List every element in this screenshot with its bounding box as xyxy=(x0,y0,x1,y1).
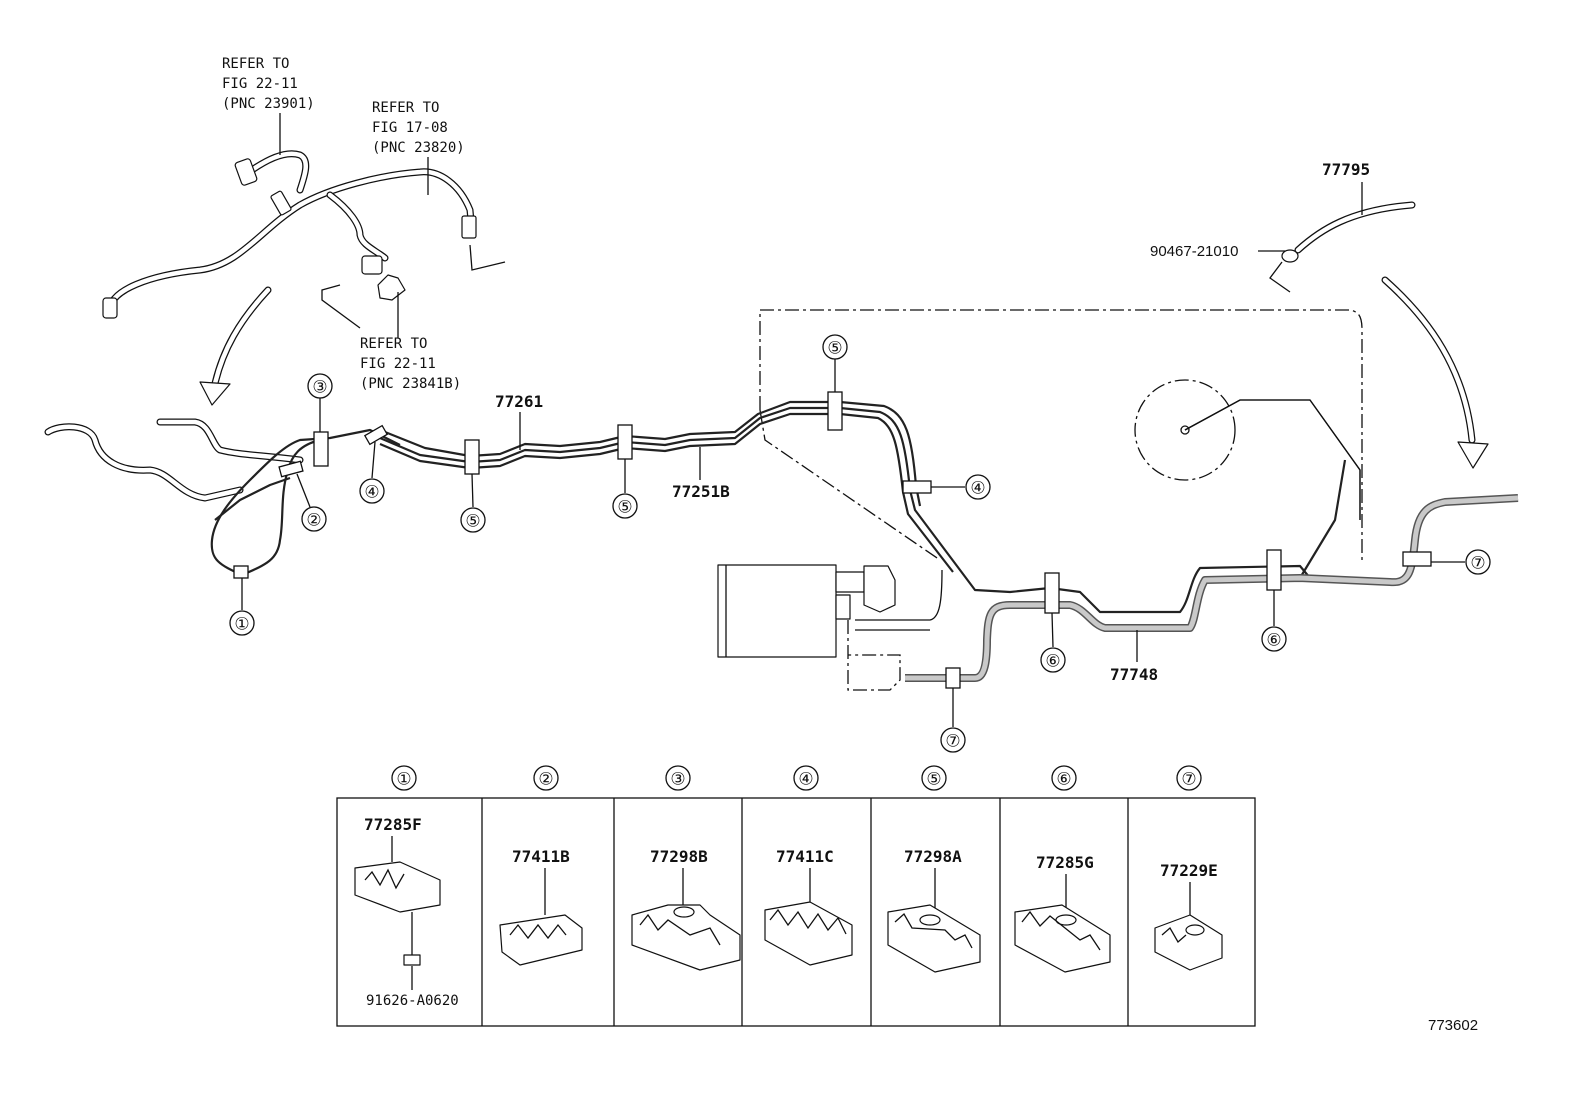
marker-3: ③ xyxy=(307,373,333,432)
svg-text:③: ③ xyxy=(312,378,327,397)
svg-text:77251B: 77251B xyxy=(672,482,730,501)
svg-text:④: ④ xyxy=(970,479,985,498)
table-header-1: ① xyxy=(391,765,417,791)
svg-text:⑤: ⑤ xyxy=(617,498,632,517)
svg-text:(PNC 23820): (PNC 23820) xyxy=(372,140,465,156)
arrow-right xyxy=(1381,276,1489,469)
svg-text:⑥: ⑥ xyxy=(1045,652,1060,671)
svg-text:FIG 22-11: FIG 22-11 xyxy=(360,356,436,372)
clamps xyxy=(233,391,1432,689)
arrow-left xyxy=(199,286,272,406)
svg-text:77298B: 77298B xyxy=(650,847,708,866)
marker-1: ① xyxy=(229,578,255,636)
marker-7-bottom: ⑦ xyxy=(940,688,966,753)
svg-text:FIG 17-08: FIG 17-08 xyxy=(372,120,448,136)
line-77748 xyxy=(905,494,1519,682)
svg-text:REFER TO: REFER TO xyxy=(372,100,439,116)
table-header-5: ⑤ xyxy=(921,765,947,791)
upper-hose-assembly xyxy=(102,150,506,329)
table-header-2: ② xyxy=(533,765,559,791)
table-header-6: ⑥ xyxy=(1051,765,1077,791)
marker-6-a: ⑥ xyxy=(1040,612,1066,673)
marker-2: ② xyxy=(296,473,327,532)
svg-text:②: ② xyxy=(538,770,553,789)
svg-text:(PNC 23901): (PNC 23901) xyxy=(222,96,315,112)
svg-text:77411B: 77411B xyxy=(512,847,570,866)
svg-text:⑦: ⑦ xyxy=(1181,770,1196,789)
main-fuel-lines xyxy=(379,400,1311,614)
refer-label-2: REFER TO FIG 17-08 (PNC 23820) xyxy=(372,100,465,195)
table-cell-4: 77411C xyxy=(764,847,853,966)
line-labels: 77261 77251B 77748 xyxy=(495,392,1158,684)
svg-text:⑤: ⑤ xyxy=(827,339,842,358)
marker-5-c: ⑤ xyxy=(822,334,848,392)
svg-text:⑤: ⑤ xyxy=(926,770,941,789)
svg-text:②: ② xyxy=(306,511,321,530)
svg-text:(PNC 23841B): (PNC 23841B) xyxy=(360,376,461,392)
svg-text:77748: 77748 xyxy=(1110,665,1158,684)
table-header-3: ③ xyxy=(665,765,691,791)
marker-5-a: ⑤ xyxy=(460,473,486,533)
table-cell-6: 77285G xyxy=(1014,853,1111,973)
table-cell-7: 77229E xyxy=(1154,861,1223,971)
svg-text:90467-21010: 90467-21010 xyxy=(1150,243,1238,260)
svg-text:91626-A0620: 91626-A0620 xyxy=(366,993,459,1009)
marker-5-b: ⑤ xyxy=(612,459,638,519)
svg-text:⑥: ⑥ xyxy=(1266,631,1281,650)
clamp-table: ① ② ③ ④ ⑤ ⑥ ⑦ 77285F 91626-A0620 77411B … xyxy=(336,765,1256,1027)
svg-text:77229E: 77229E xyxy=(1160,861,1218,880)
charcoal-canister xyxy=(717,564,943,691)
svg-text:⑦: ⑦ xyxy=(945,732,960,751)
svg-text:⑥: ⑥ xyxy=(1056,770,1071,789)
left-side-pipes xyxy=(44,418,401,577)
svg-text:①: ① xyxy=(234,615,249,634)
fuel-tank-outline xyxy=(759,309,1363,579)
refer-label-1: REFER TO FIG 22-11 (PNC 23901) xyxy=(222,56,315,155)
svg-text:77285F: 77285F xyxy=(364,815,422,834)
svg-text:④: ④ xyxy=(364,483,379,502)
svg-text:⑦: ⑦ xyxy=(1470,554,1485,573)
table-header-7: ⑦ xyxy=(1176,765,1202,791)
table-cell-1: 77285F 91626-A0620 xyxy=(354,815,459,1009)
svg-text:④: ④ xyxy=(798,770,813,789)
marker-6-b: ⑥ xyxy=(1261,590,1287,652)
svg-text:REFER TO: REFER TO xyxy=(360,336,427,352)
svg-text:⑤: ⑤ xyxy=(465,512,480,531)
svg-text:77411C: 77411C xyxy=(776,847,834,866)
svg-text:77298A: 77298A xyxy=(904,847,962,866)
marker-7-right: ⑦ xyxy=(1431,549,1491,575)
marker-4-right: ④ xyxy=(931,474,991,500)
figure-code: 773602 xyxy=(1428,1017,1478,1034)
svg-text:77261: 77261 xyxy=(495,392,543,411)
svg-text:FIG 22-11: FIG 22-11 xyxy=(222,76,298,92)
hose-77795: 77795 90467-21010 xyxy=(1150,160,1416,293)
table-cell-3: 77298B xyxy=(631,847,741,971)
svg-text:REFER TO: REFER TO xyxy=(222,56,289,72)
svg-text:77795: 77795 xyxy=(1322,160,1370,179)
svg-text:③: ③ xyxy=(670,770,685,789)
table-cell-5: 77298A xyxy=(887,847,981,973)
table-cell-2: 77411B xyxy=(499,847,583,966)
svg-text:①: ① xyxy=(396,770,411,789)
table-header-4: ④ xyxy=(793,765,819,791)
svg-text:77285G: 77285G xyxy=(1036,853,1094,872)
marker-4-left: ④ xyxy=(359,441,385,504)
refer-label-3: REFER TO FIG 22-11 (PNC 23841B) xyxy=(360,292,461,392)
